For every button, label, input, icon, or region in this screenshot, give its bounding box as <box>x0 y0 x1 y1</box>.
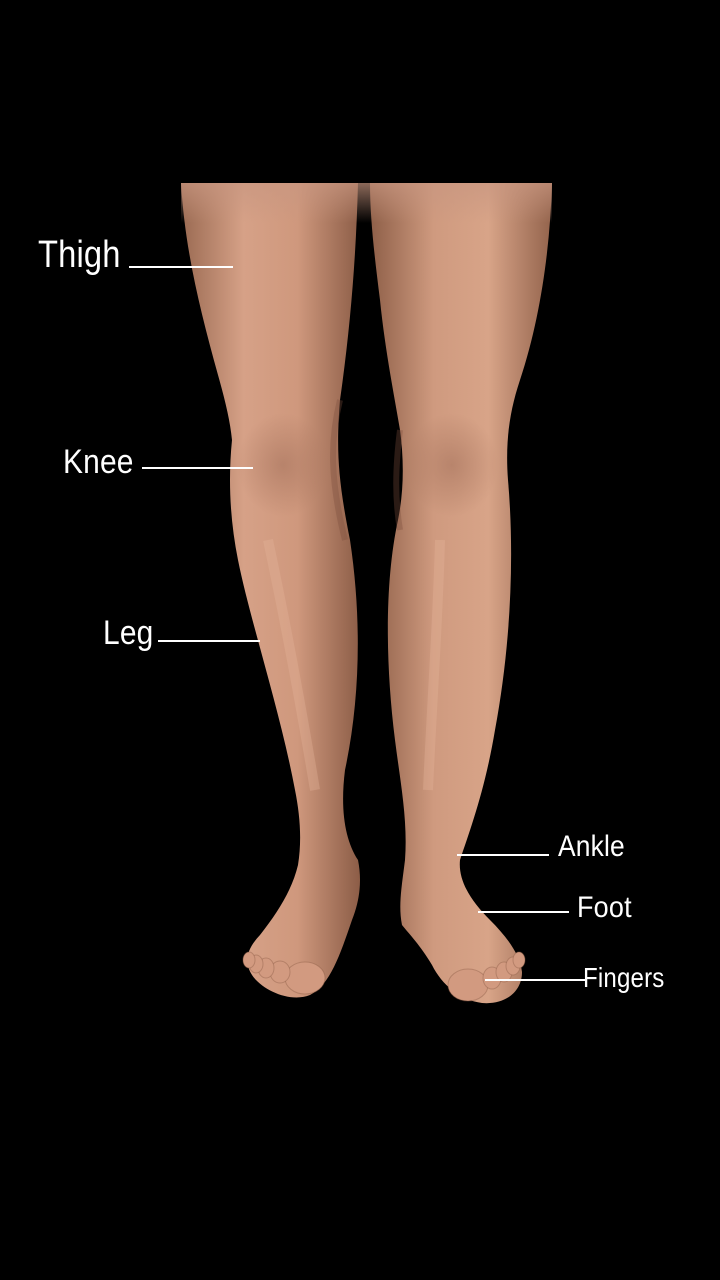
right-leg-shape <box>370 183 552 1004</box>
left-leg-shape <box>181 183 360 998</box>
fingers-label: Fingers <box>583 962 665 993</box>
left-knee-shade <box>237 413 329 517</box>
foot-leader-line <box>478 911 569 913</box>
ankle-label: Ankle <box>558 830 625 863</box>
foot-label: Foot <box>577 891 632 924</box>
knee-label: Knee <box>63 443 134 481</box>
thigh-leader-line <box>129 266 233 268</box>
knee-leader-line <box>142 467 253 469</box>
left-toes <box>242 951 326 995</box>
fingers-leader-line <box>485 979 585 981</box>
thigh-label: Thigh <box>38 234 121 276</box>
right-toes <box>447 951 526 1002</box>
right-knee-shade <box>406 413 498 517</box>
leg-label: Leg <box>103 614 154 652</box>
leg-leader-line <box>158 640 260 642</box>
ankle-leader-line <box>457 854 549 856</box>
